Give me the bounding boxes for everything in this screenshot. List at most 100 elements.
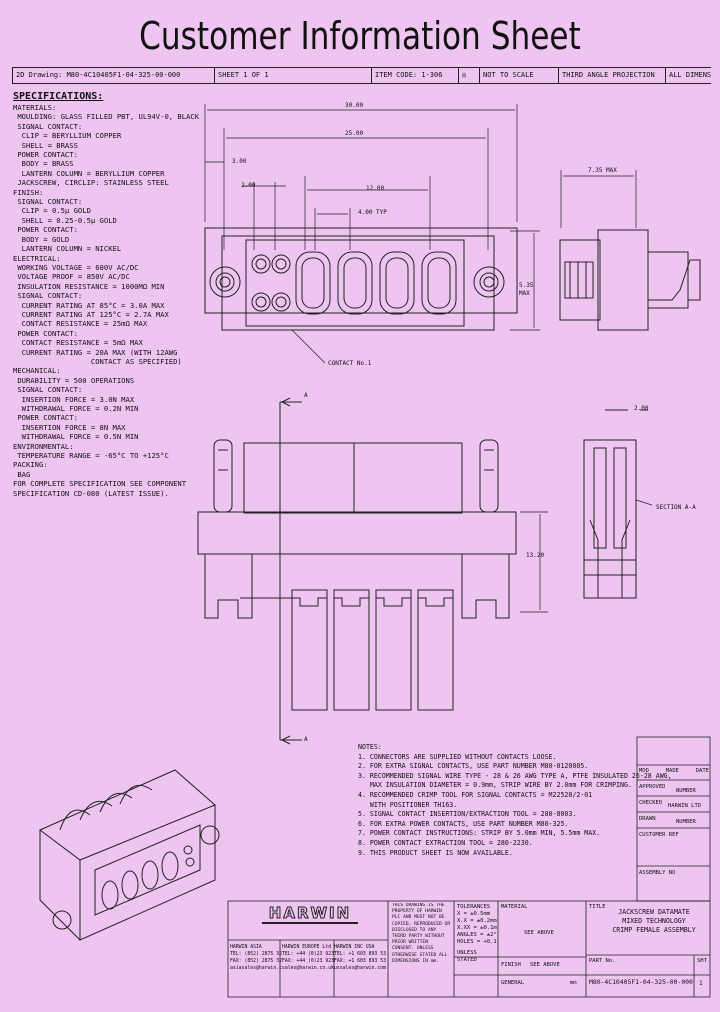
- customer-ref-label: CUSTOMER REF: [639, 832, 679, 838]
- spec-line: POWER CONTACT:: [13, 413, 78, 423]
- notes-heading: NOTES:: [358, 743, 382, 751]
- spec-line: BODY = BRASS: [13, 159, 74, 169]
- spec-line: INSERTION FORCE = 3.0N MAX: [13, 394, 135, 404]
- note-line: WITH POSITIONER TH163.: [358, 800, 458, 809]
- spec-line: WITHDRAWAL FORCE = 0.2N MIN: [13, 404, 139, 413]
- dim-height: 5.35 MAX: [519, 282, 533, 297]
- spec-line: POWER CONTACT:: [13, 150, 78, 160]
- spec-line: BAG: [13, 469, 31, 479]
- dim-section-width: 2.00: [634, 405, 649, 412]
- spec-line: POWER CONTACT:: [13, 225, 78, 235]
- contact-no1-label: CONTACT No.1: [328, 360, 372, 367]
- harwin-logo: HARWIN: [262, 904, 358, 924]
- material-label: MATERIAL: [501, 904, 528, 910]
- spec-line: DURABILITY = 500 OPERATIONS: [13, 375, 135, 385]
- part-number: M80-4C10405F1-04-325-00-000: [589, 978, 693, 986]
- title-line: JACKSCREW DATAMATE: [618, 908, 690, 916]
- spec-line: SIGNAL CONTACT:: [13, 291, 83, 301]
- section-arrow-label-top: A: [304, 392, 308, 399]
- tolerance-line: HOLES = +0.1/-0mm: [457, 939, 497, 945]
- office-contact-line: asiasales@harwin.com: [230, 966, 282, 971]
- note-line: MAX INSULATION DIAMETER = 0.9mm, STRIP W…: [358, 781, 632, 790]
- tolerance-line: X.XX = ±0.1mm: [457, 925, 497, 931]
- drawn-label: DRAWN: [639, 816, 656, 822]
- title-label: TITLE: [589, 904, 606, 910]
- connector-front-view: [197, 439, 548, 711]
- dim-edge: 3.00: [232, 158, 247, 165]
- revision-cols: MOD MADE DATE: [639, 768, 709, 775]
- checked-label: CHECKED: [639, 800, 663, 806]
- spec-line: VOLTAGE PROOF = 850V AC/DC: [13, 272, 130, 282]
- dim-pow-span: 12.00: [366, 185, 385, 192]
- spec-line: POWER CONTACT:: [13, 328, 78, 338]
- section-arrows: [279, 397, 648, 745]
- spec-line: ENVIRONMENTAL:: [13, 441, 74, 451]
- spec-line: WITHDRAWAL FORCE = 0.5N MIN: [13, 432, 139, 442]
- drawn-value: NUMBER: [676, 819, 696, 825]
- office-name: HARWIN INC USA: [334, 945, 375, 950]
- connector-side-view: [559, 229, 701, 331]
- office-name: HARWIN EUROPE Ltd: [282, 945, 332, 950]
- spec-line: SIGNAL CONTACT:: [13, 121, 83, 131]
- spec-line: BODY = GOLD: [13, 234, 70, 244]
- material-value: SEE ABOVE: [524, 930, 554, 936]
- spec-line: LANTERN COLUMN = BERYLLIUM COPPER: [13, 168, 165, 178]
- note-line: 5. SIGNAL CONTACT INSERTION/EXTRACTION T…: [358, 810, 577, 819]
- tolerance-line: ANGLES = ±2°: [457, 932, 497, 938]
- office-contact-line: TEL: +1 603 893 5376: [334, 952, 386, 957]
- note-line: 4. RECOMMENDED CRIMP TOOL FOR SIGNAL CON…: [358, 790, 593, 799]
- spec-line: INSULATION RESISTANCE = 1000MΩ MIN: [13, 281, 165, 291]
- spec-line: SIGNAL CONTACT:: [13, 197, 83, 207]
- header-units: ALL DIMENSIONS IN mm: [666, 68, 711, 83]
- dim-hole-pitch: 25.00: [345, 130, 364, 137]
- assembly-label: ASSEMBLY NO: [639, 870, 676, 876]
- section-a-a-view: [583, 439, 653, 599]
- tolerances-unless: UNLESS STATED: [457, 950, 477, 963]
- connector-top-view: [204, 227, 518, 364]
- spec-line: CONTACT RESISTANCE = 5mΩ MAX: [13, 338, 143, 348]
- spec-line: ELECTRICAL:: [13, 253, 61, 263]
- spec-line: FINISH:: [13, 187, 44, 197]
- office-contact-line: FAX: (852) 2875 3280: [230, 959, 282, 964]
- general-value: mm: [570, 980, 577, 986]
- tolerance-line: X = ±0.5mm: [457, 911, 491, 917]
- spec-line: SPECIFICATION CD-080 (LATEST ISSUE).: [13, 488, 169, 498]
- notes-block: NOTES: 1. CONNECTORS ARE SUPPLIED WITHOU…: [358, 743, 672, 858]
- finish-label: FINISH: [501, 962, 521, 968]
- office-contact-line: FAX: +1 603 893 5396: [334, 959, 386, 964]
- section-arrow-label-bottom: A: [304, 736, 308, 743]
- office-contact-line: TEL: +44 (0)23 9231 4545: [282, 952, 334, 957]
- tolerance-line: X.X = ±0.2mm: [457, 918, 497, 924]
- part-no-label: PART No.: [589, 958, 616, 964]
- spec-line: JACKSCREW, CIRCLIP: STAINLESS STEEL: [13, 178, 169, 188]
- dim-body-height: 13.20: [526, 552, 545, 559]
- spec-line: FOR COMPLETE SPECIFICATION SEE COMPONENT: [13, 479, 187, 489]
- header-sheet: SHEET 1 OF 1: [215, 68, 372, 83]
- dim-side-depth: 7.35 MAX: [588, 167, 617, 174]
- note-line: 1. CONNECTORS ARE SUPPLIED WITHOUT CONTA…: [358, 752, 557, 761]
- sheet-label: SHT: [697, 958, 707, 964]
- note-line: 6. FOR EXTRA POWER CONTACTS, USE PART NU…: [358, 819, 569, 828]
- note-line: 2. FOR EXTRA SIGNAL CONTACTS, USE PART N…: [358, 762, 589, 771]
- spec-line: INSERTION FORCE = 8N MAX: [13, 422, 126, 432]
- spec-line: MOULDING: GLASS FILLED PBT, UL94V-0, BLA…: [13, 112, 200, 122]
- spec-line: CLIP = BERYLLIUM COPPER: [13, 131, 122, 141]
- checked-value: HARWIN LTD: [668, 803, 702, 809]
- approved-value: NUMBER: [676, 788, 696, 794]
- dim-sig-pitch: 2.00: [241, 182, 256, 189]
- spec-line: SIGNAL CONTACT:: [13, 385, 83, 395]
- specifications-heading: SPECIFICATIONS:: [13, 91, 104, 102]
- specifications-list: MATERIALS: MOULDING: GLASS FILLED PBT, U…: [13, 103, 200, 498]
- title-block-frame: [227, 736, 711, 998]
- office-contact-line: ussales@harwin.com: [334, 966, 386, 971]
- dimension-lines: [204, 104, 637, 331]
